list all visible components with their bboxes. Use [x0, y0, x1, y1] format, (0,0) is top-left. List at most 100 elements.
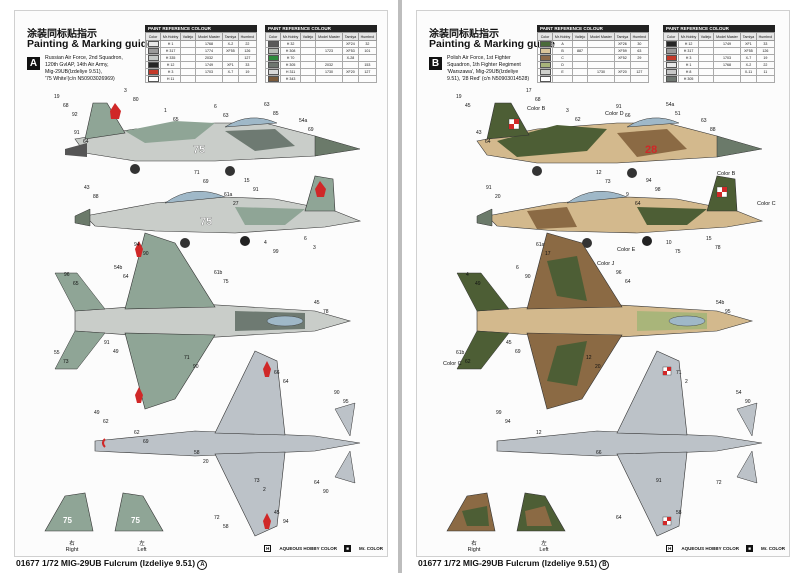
view-label-left: 左 Left	[127, 539, 157, 553]
mr-color-label: Mr. COLOR	[760, 546, 785, 551]
paint-cell-code	[551, 75, 574, 83]
callout-number: 54a	[299, 118, 308, 124]
callout-number: 15	[706, 236, 712, 242]
view-label-right: 右 Right	[57, 539, 87, 553]
callout-number: 3	[124, 88, 127, 94]
callout-number: 54a	[666, 102, 675, 108]
paint-cell-h	[755, 75, 776, 83]
paint-swatch	[145, 75, 161, 83]
callout-number: 54b	[716, 300, 725, 306]
paint-cell-code: H 343	[279, 75, 302, 83]
callout-number: 73	[254, 478, 260, 484]
tail-fin-right	[446, 492, 496, 532]
callout-number: 99	[273, 249, 279, 255]
callout-number: 49	[475, 281, 481, 287]
callout-number: 58	[194, 450, 200, 456]
callout-number: 71	[194, 170, 200, 176]
paint-row	[537, 75, 650, 83]
title-english: Painting & Marking guide	[27, 38, 154, 50]
callout-number: 90	[525, 274, 531, 280]
callout-number: 90	[334, 390, 340, 396]
tail-fin-left	[516, 492, 566, 532]
paint-table-right: PAINT REFERENCE COLOUR Color Mr.Hobby Va…	[663, 25, 776, 83]
sheet: 涂装同标贴指示 Painting & Marking guide B Polis…	[416, 10, 790, 557]
callout-number: 20	[203, 459, 209, 465]
callout-number: 20	[495, 194, 501, 200]
callout-number: 3	[566, 108, 569, 114]
callout-number: 45	[465, 103, 471, 109]
top-view	[54, 232, 352, 410]
desc-line: 9.51), '28 Red' (c/n N50903014528)	[447, 76, 530, 82]
callout-number: 71	[184, 355, 190, 361]
footer-letter: A	[197, 560, 208, 570]
callout-number: 9	[626, 192, 629, 198]
color-chip	[665, 76, 677, 82]
color-callout: Color D	[605, 111, 624, 117]
tail-fin-left: 75	[114, 492, 164, 532]
color-chip	[147, 41, 159, 47]
callout-number: 94	[283, 519, 289, 525]
callout-number: 75	[223, 279, 229, 285]
fin-number: 75	[131, 516, 140, 525]
aqueous-label: AQUEOUS HOBBY COLOR	[681, 546, 739, 551]
desc-line: Polish Air Force, 1st Fighter	[447, 55, 511, 61]
callout-number: 63	[701, 118, 707, 124]
callout-number: 64	[123, 274, 129, 280]
color-chip	[665, 62, 677, 68]
side-number: 75	[200, 216, 212, 228]
callout-number: 69	[515, 349, 521, 355]
aircraft-drawings-a: 75 75	[44, 102, 362, 537]
callout-number: 61b	[214, 270, 223, 276]
callout-number: 98	[655, 187, 661, 193]
callout-number: 99	[496, 410, 502, 416]
paint-cell-mm	[586, 75, 616, 83]
desc-line: Squadron, 1th Fighter Regiment	[447, 62, 521, 68]
callout-number: 75	[675, 249, 681, 255]
color-chip	[539, 41, 551, 47]
callout-number: 91	[74, 130, 80, 136]
callout-number: 95	[343, 399, 349, 405]
footer-text: 01677 1/72 MIG-29UB Fulcrum (Izdeliye 9.…	[16, 558, 196, 568]
callout-number: 68	[535, 97, 541, 103]
mr-color-key: ■	[746, 545, 753, 552]
callout-number: 54	[736, 390, 742, 396]
callout-number: 91	[253, 187, 259, 193]
color-chip	[665, 69, 677, 75]
callout-number: 6	[516, 265, 519, 271]
callout-number: 55	[54, 350, 60, 356]
callout-number: 58	[676, 510, 682, 516]
callout-number: 17	[526, 88, 532, 94]
title-english: Painting & Marking guide	[429, 38, 556, 50]
view-label-en: Right	[65, 547, 79, 553]
color-chip	[665, 41, 677, 47]
side-view-right: 28	[476, 102, 763, 178]
color-callout: Color C	[757, 201, 776, 207]
paint-table-title: PAINT REFERENCE COLOUR	[265, 25, 377, 32]
scheme-badge: B	[429, 57, 442, 70]
color-chip	[147, 48, 159, 54]
paint-cell-h	[629, 75, 650, 83]
callout-number: 91	[616, 104, 622, 110]
callout-number: 64	[283, 379, 289, 385]
color-callout: Color C	[443, 361, 462, 367]
callout-number: 49	[113, 349, 119, 355]
color-chip	[147, 62, 159, 68]
view-label-cn: 左	[541, 541, 547, 547]
callout-number: 15	[244, 178, 250, 184]
color-chip	[267, 62, 279, 68]
callout-number: 12	[586, 355, 592, 361]
callout-number: 64	[635, 201, 641, 207]
side-view-left: 75	[74, 175, 362, 248]
paint-table-title: PAINT REFERENCE COLOUR	[537, 25, 649, 32]
callout-number: 27	[233, 201, 239, 207]
callout-number: 12	[536, 430, 542, 436]
callout-number: 66	[274, 370, 280, 376]
callout-number: 58	[223, 524, 229, 530]
